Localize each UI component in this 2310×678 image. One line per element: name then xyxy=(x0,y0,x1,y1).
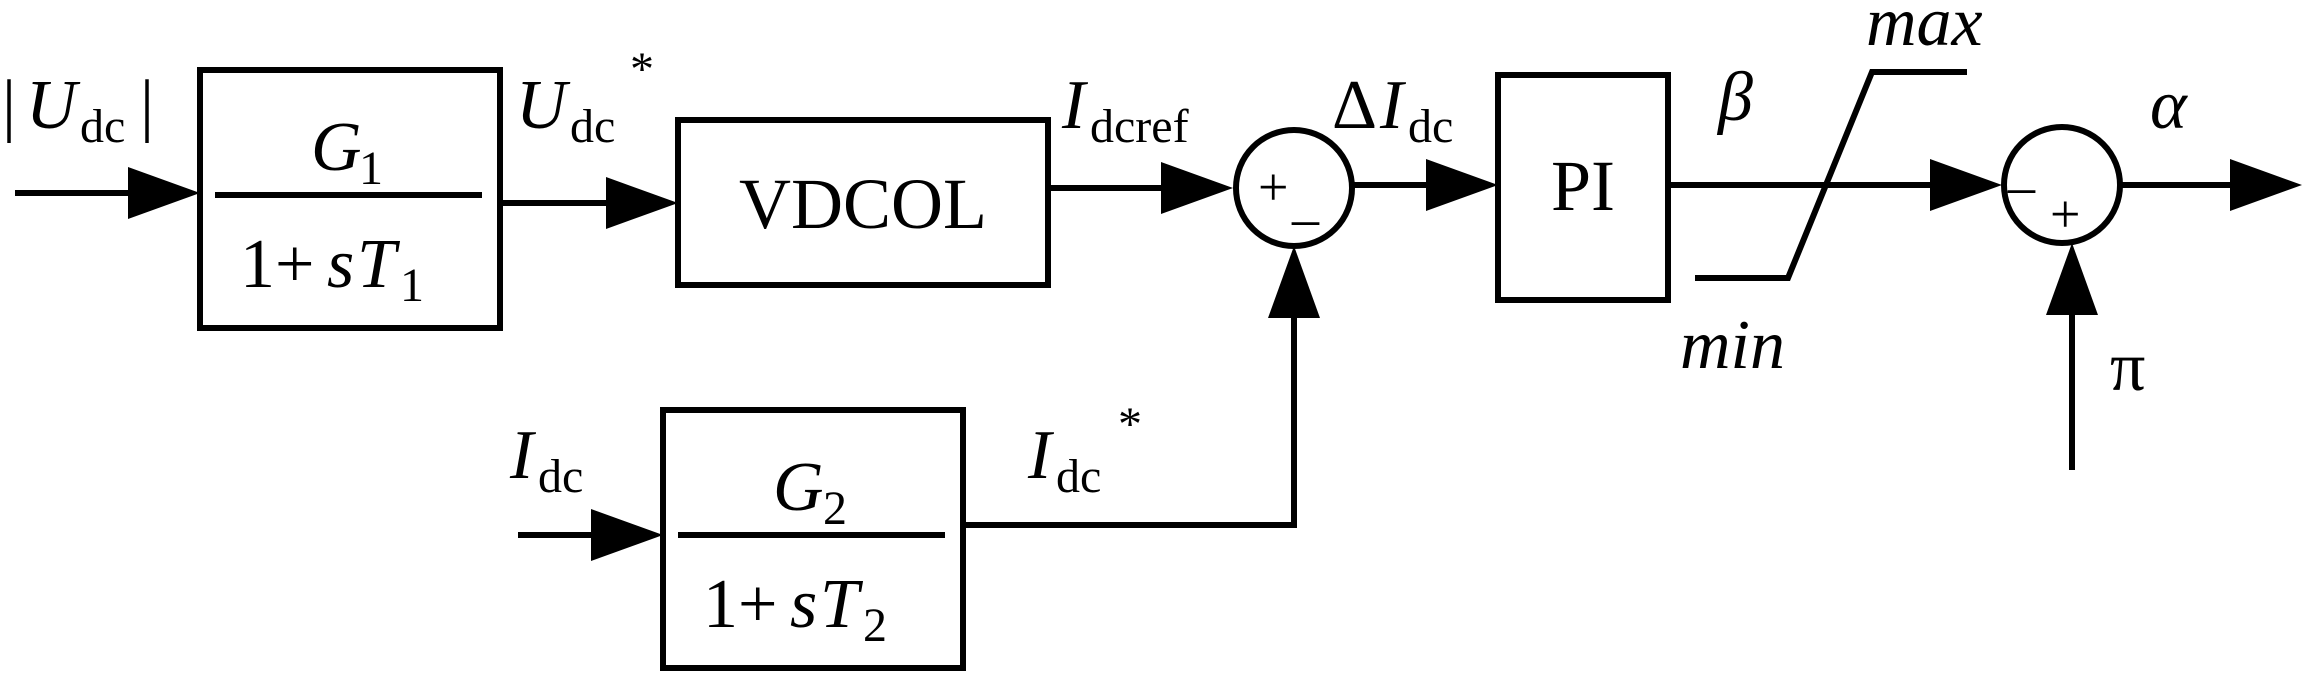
input-idc-label: I dc xyxy=(509,417,583,503)
limiter-characteristic xyxy=(1695,69,1967,281)
input-idc-arrow xyxy=(591,509,663,561)
udc-subscript: dc xyxy=(80,100,125,153)
limiter-max-label: max xyxy=(1866,0,1983,61)
svg-text:dc: dc xyxy=(570,100,615,153)
delta-idc-label: Δ I dc xyxy=(1332,67,1453,153)
idc-star-feedback-line xyxy=(963,305,1297,528)
sum1-plus-sign: + xyxy=(1258,157,1288,217)
idcref-arrow xyxy=(1161,162,1233,214)
input-udc-arrow xyxy=(128,167,200,219)
svg-text:G: G xyxy=(311,109,362,186)
svg-text:dcref: dcref xyxy=(1090,100,1189,153)
udc-star-arrow xyxy=(606,177,678,229)
svg-text:G: G xyxy=(773,449,824,526)
svg-text:I: I xyxy=(1379,67,1407,144)
svg-text:1+: 1+ xyxy=(703,566,777,643)
filter2-numerator: G 2 xyxy=(773,449,847,535)
svg-text:I: I xyxy=(1027,417,1055,494)
pi-constant-label: π xyxy=(2110,329,2145,406)
pi-label: PI xyxy=(1551,146,1615,226)
beta-label: β xyxy=(1716,59,1753,136)
vdcol-label: VDCOL xyxy=(739,164,987,244)
pi-controller-block xyxy=(1495,72,1671,303)
svg-text:*: * xyxy=(630,43,654,96)
filter1-block xyxy=(197,67,503,331)
sum1-minus-sign: _ xyxy=(1291,170,1320,230)
svg-text:T: T xyxy=(357,226,401,303)
svg-text:I: I xyxy=(1061,67,1089,144)
abs-bar-right: | xyxy=(140,67,154,144)
svg-text:dc: dc xyxy=(1408,100,1453,153)
idc-star-arrow xyxy=(1268,246,1320,318)
svg-text:T: T xyxy=(820,566,864,643)
pi-input-arrow xyxy=(2046,243,2098,315)
filter1-denominator: 1+ s T 1 xyxy=(240,226,424,312)
svg-text:dc: dc xyxy=(538,450,583,503)
filter1-numerator: G 1 xyxy=(311,109,383,195)
filter2-denominator: 1+ s T 2 xyxy=(703,566,887,652)
alpha-output-arrow xyxy=(2230,159,2302,211)
svg-text:I: I xyxy=(509,417,537,494)
svg-text:dc: dc xyxy=(1056,450,1101,503)
svg-text:s: s xyxy=(790,566,817,643)
sum2-minus-sign: _ xyxy=(2007,138,2036,198)
svg-text:Δ: Δ xyxy=(1332,67,1377,144)
beta-arrow xyxy=(1930,159,2002,211)
idc-star-label: I dc * xyxy=(1027,398,1142,503)
svg-text:1: 1 xyxy=(359,142,383,195)
svg-text:2: 2 xyxy=(823,482,847,535)
udc-symbol: U xyxy=(26,67,81,144)
udc-star-label: U dc * xyxy=(516,43,654,153)
svg-text:2: 2 xyxy=(863,599,887,652)
svg-text:s: s xyxy=(327,226,354,303)
sum2-plus-sign: + xyxy=(2050,184,2080,244)
limiter-min-label: min xyxy=(1680,307,1785,384)
svg-text:1: 1 xyxy=(400,259,424,312)
abs-bar-left: | xyxy=(2,67,16,144)
delta-idc-arrow xyxy=(1426,159,1498,211)
input-udc-abs-label: | U dc | xyxy=(2,67,154,153)
vdcol-block xyxy=(675,117,1051,288)
svg-text:U: U xyxy=(516,67,571,144)
svg-text:1+: 1+ xyxy=(240,226,314,303)
idcref-label: I dcref xyxy=(1061,67,1189,153)
filter2-block xyxy=(660,407,966,671)
svg-text:*: * xyxy=(1118,398,1142,451)
alpha-label: α xyxy=(2150,67,2188,144)
